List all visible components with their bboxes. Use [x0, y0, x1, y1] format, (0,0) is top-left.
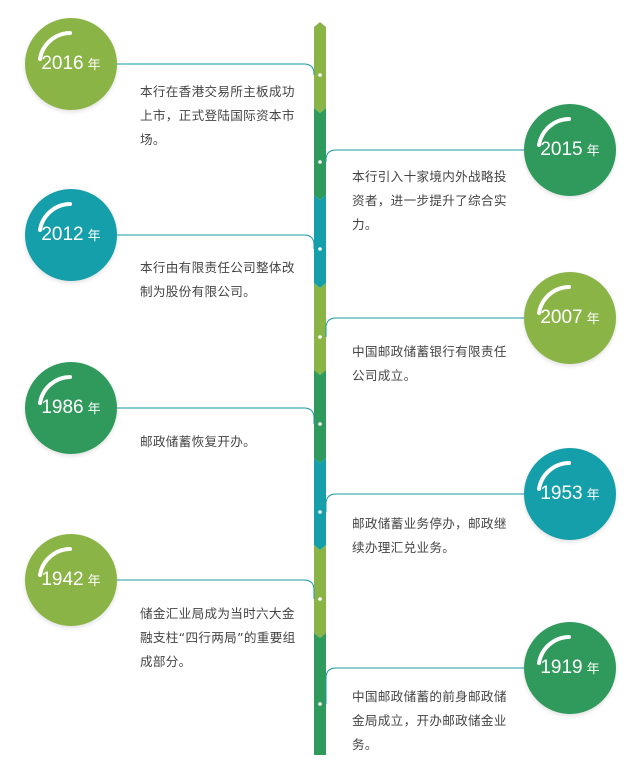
year-unit: 年 — [87, 402, 101, 417]
connector-line — [117, 63, 315, 75]
event-description-2012: 本行由有限责任公司整体改制为股份有限公司。 — [140, 260, 295, 299]
year-number: 2012 — [41, 224, 84, 245]
spine-segment — [314, 633, 326, 755]
spine-dot — [318, 247, 322, 251]
spine-dot — [318, 73, 322, 77]
year-unit: 年 — [87, 574, 101, 589]
connector-line — [117, 234, 315, 249]
year-unit: 年 — [87, 229, 101, 244]
spine-dot — [318, 422, 322, 426]
event-description-2016: 本行在香港交易所主板成功上市，正式登陆国际资本市场。 — [140, 84, 295, 147]
spine-segment — [314, 545, 326, 638]
year-number: 2007 — [540, 307, 583, 328]
spine-dot — [318, 160, 322, 164]
connector-line — [325, 149, 524, 162]
year-number: 1942 — [41, 569, 84, 590]
spine-segment — [314, 370, 326, 463]
connector-line — [117, 579, 315, 599]
arc-decoration — [537, 461, 571, 491]
connector-line — [325, 493, 524, 512]
arc-decoration — [537, 285, 571, 315]
arc-decoration — [38, 31, 72, 61]
connector-line — [325, 667, 524, 704]
arc-decoration — [38, 375, 72, 405]
connector-line — [117, 407, 315, 424]
spine-segment — [314, 22, 326, 113]
arc-decoration — [537, 117, 571, 147]
year-unit: 年 — [87, 58, 101, 73]
connector-line — [325, 317, 524, 337]
spine-dot — [318, 335, 322, 339]
spine-segment — [314, 458, 326, 550]
spine-dot — [318, 702, 322, 706]
year-unit: 年 — [586, 488, 600, 503]
year-number: 1919 — [540, 657, 583, 678]
year-number: 2015 — [540, 139, 583, 160]
year-number: 1986 — [41, 397, 84, 418]
event-description-2015: 本行引入十家境内外战略投资者，进一步提升了综合实力。 — [352, 169, 507, 232]
event-description-1942: 储金汇业局成为当时六大金融支柱“四行两局”的重要组成部分。 — [140, 606, 296, 669]
event-description-1986: 邮政储蓄恢复开办。 — [140, 434, 257, 449]
spine-segment — [314, 283, 326, 375]
spine-dot — [318, 510, 322, 514]
year-number: 2016 — [41, 53, 84, 74]
arc-decoration — [38, 547, 72, 577]
spine-segment — [314, 195, 326, 288]
year-unit: 年 — [586, 144, 600, 159]
year-number: 1953 — [540, 483, 583, 504]
arc-decoration — [537, 635, 571, 665]
year-unit: 年 — [586, 312, 600, 327]
spine-segment — [314, 108, 326, 200]
event-description-1953: 邮政储蓄业务停办，邮政继续办理汇兑业务。 — [352, 516, 507, 555]
event-description-1919: 中国邮政储蓄的前身邮政储金局成立，开办邮政储金业务。 — [352, 689, 507, 752]
spine-dot — [318, 597, 322, 601]
event-description-2007: 中国邮政储蓄银行有限责任公司成立。 — [352, 344, 507, 383]
year-unit: 年 — [586, 662, 600, 677]
arc-decoration — [38, 202, 72, 232]
